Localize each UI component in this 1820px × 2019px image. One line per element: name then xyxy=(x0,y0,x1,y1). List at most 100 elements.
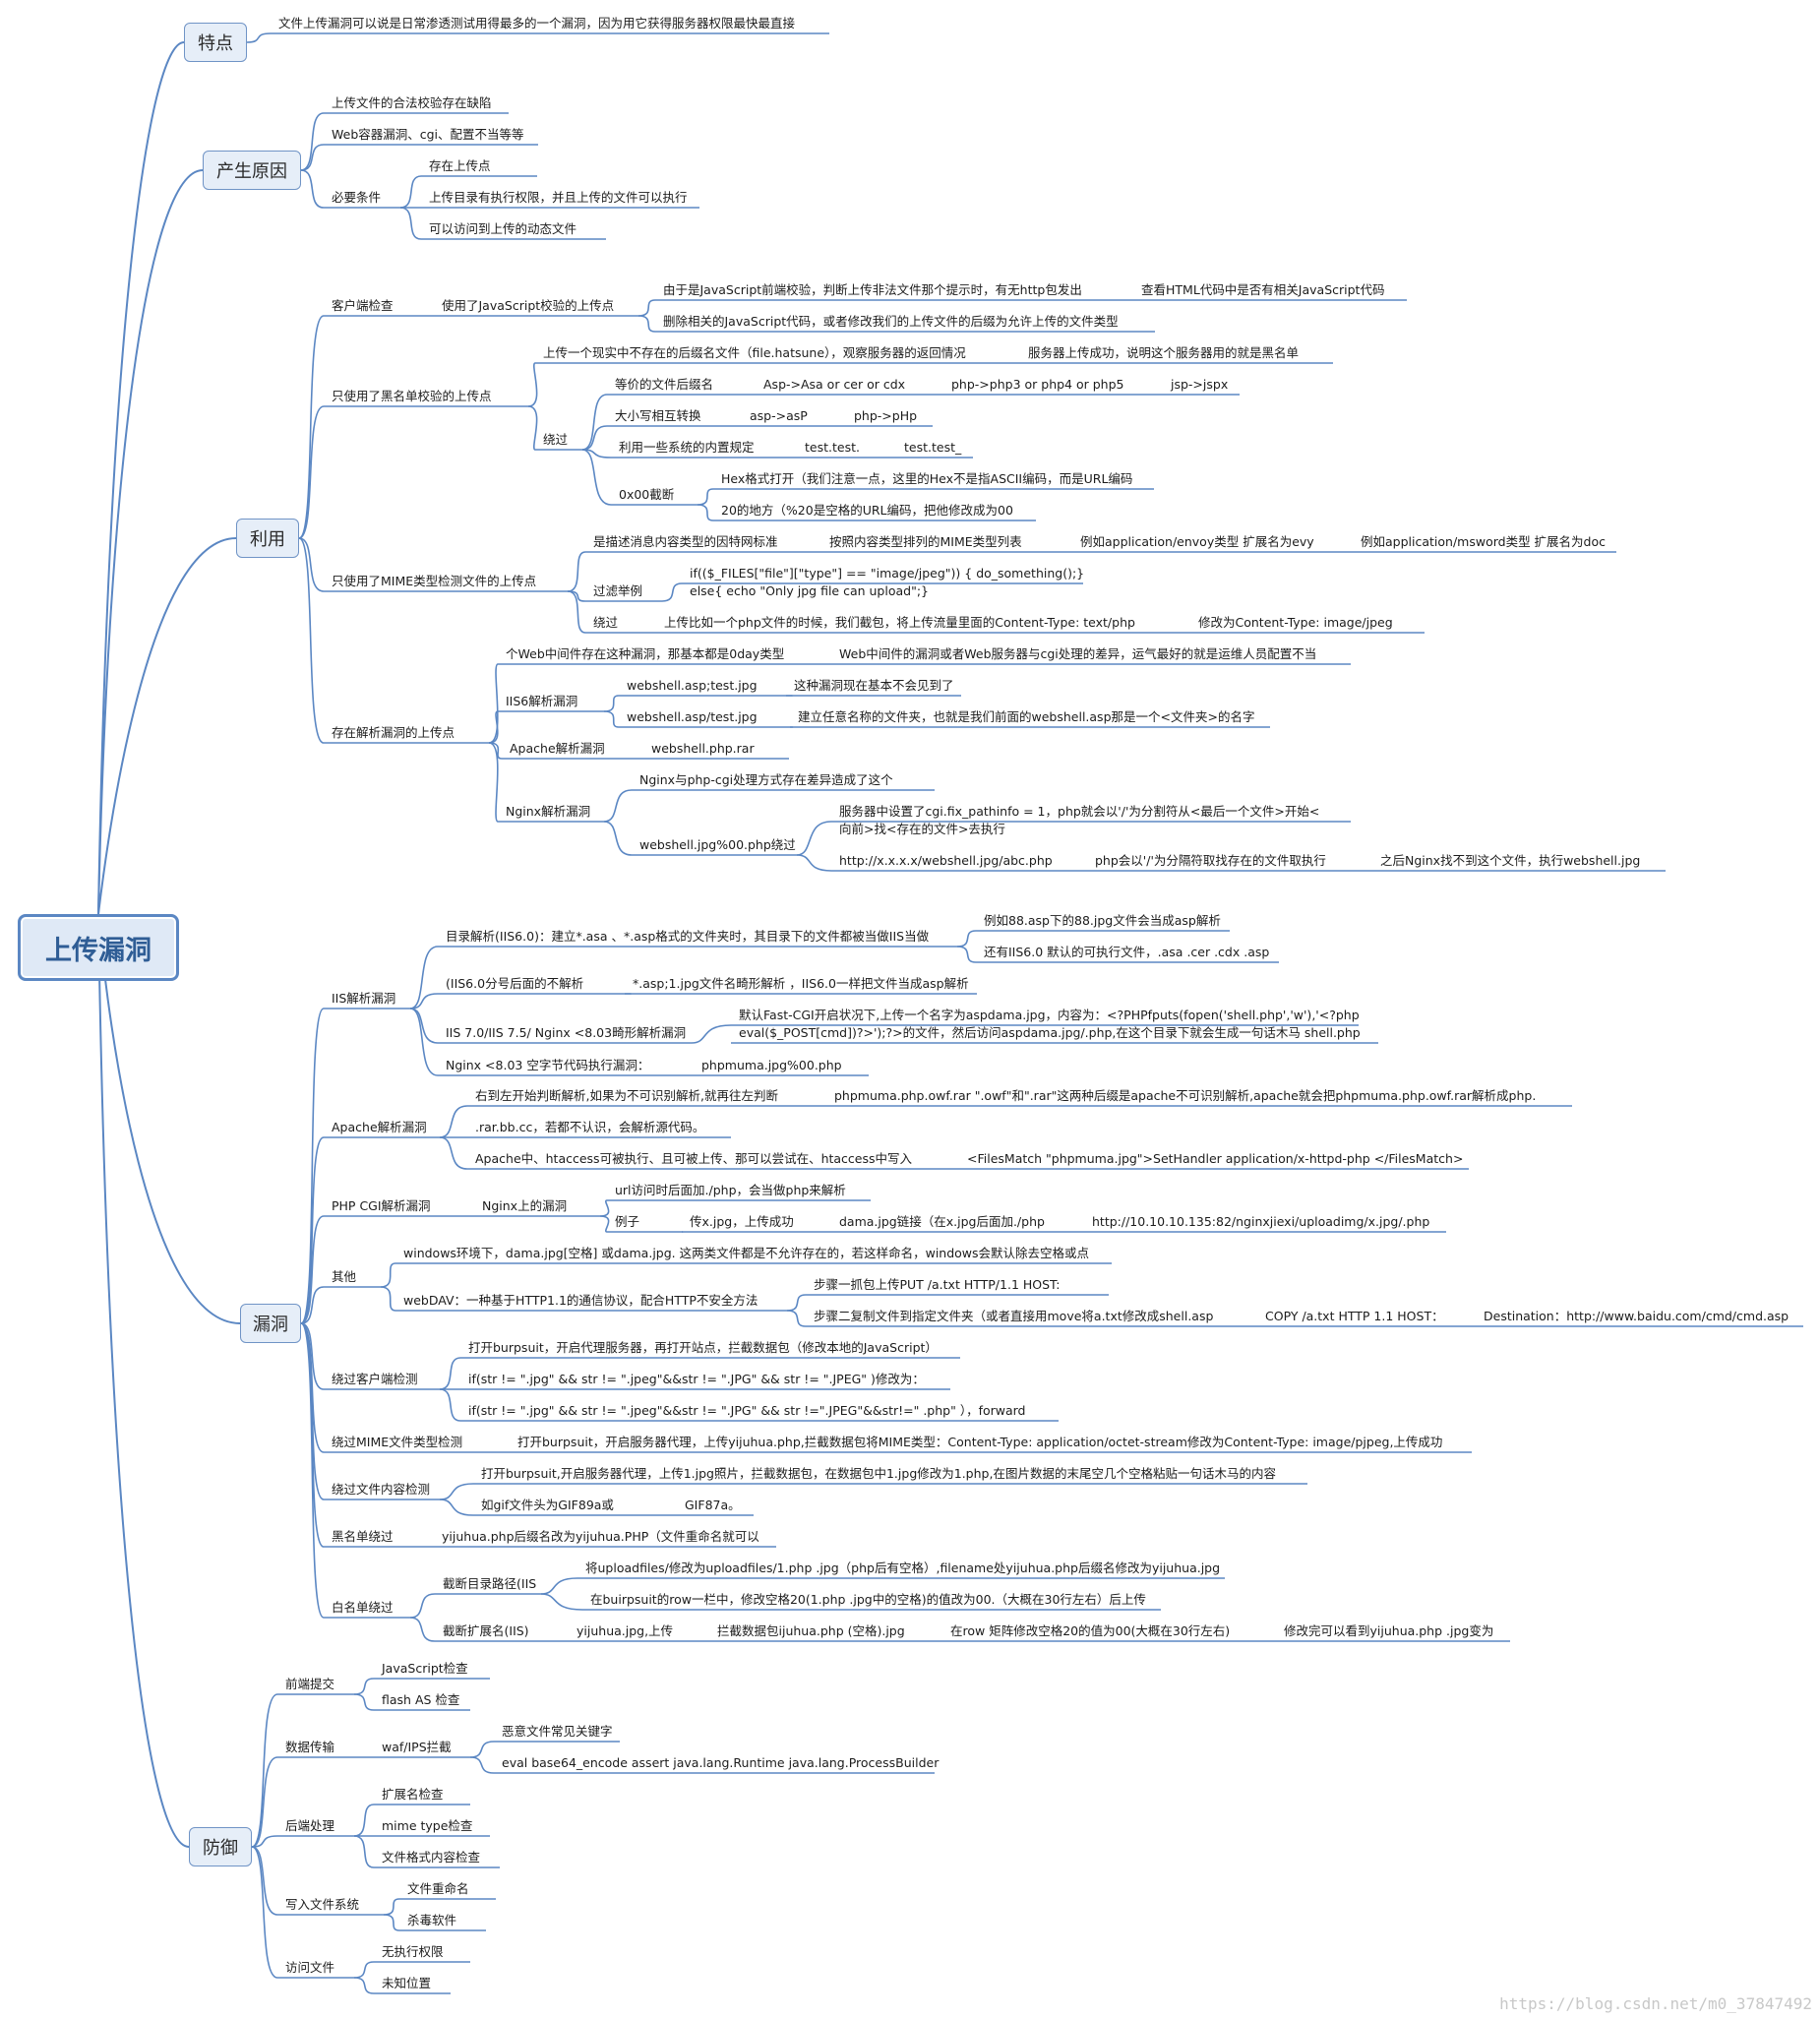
label-l18[interactable]: Asp->Asa or cer or cdx xyxy=(763,377,906,392)
label-l118[interactable]: 后端处理 xyxy=(285,1818,335,1833)
label-l40[interactable]: 修改为Content-Type: image/jpeg xyxy=(1198,615,1393,630)
label-l122[interactable]: 写入文件系统 xyxy=(285,1897,360,1912)
label-l74[interactable]: Apache中、htaccess可被执行、且可被上传、那可以尝试在、htacce… xyxy=(475,1151,913,1166)
label-l112[interactable]: JavaScript检查 xyxy=(382,1661,468,1676)
label-l76[interactable]: PHP CGI解析漏洞 xyxy=(332,1198,431,1213)
node-causes[interactable]: 产生原因 xyxy=(203,151,301,190)
label-l121[interactable]: 文件格式内容检查 xyxy=(382,1850,481,1865)
label-l22[interactable]: asp->asP xyxy=(750,408,808,423)
label-l98[interactable]: 如gif文件头为GIF89a或 xyxy=(481,1498,614,1512)
label-l33[interactable]: 例如application/envoy类型 扩展名为evy xyxy=(1080,534,1314,549)
label-l101[interactable]: yijuhua.php后缀名改为yijuhua.PHP（文件重命名就可以 xyxy=(442,1529,759,1544)
label-l19[interactable]: php->php3 or php4 or php5 xyxy=(951,377,1124,392)
label-l35[interactable]: 过滤举例 xyxy=(593,583,643,598)
label-l96[interactable]: 绕过文件内容检测 xyxy=(332,1482,431,1497)
label-l13[interactable]: 只使用了黑名单校验的上传点 xyxy=(332,389,492,403)
label-l79[interactable]: 例子 xyxy=(615,1214,640,1229)
label-l59[interactable]: IIS解析漏洞 xyxy=(332,991,396,1006)
label-l2[interactable]: 上传文件的合法校验存在缺陷 xyxy=(332,95,492,110)
label-l11[interactable]: 查看HTML代码中是否有相关JavaScript代码 xyxy=(1141,282,1385,297)
label-l107[interactable]: yijuhua.jpg,上传 xyxy=(576,1623,674,1638)
label-l94[interactable]: 绕过MIME文件类型检测 xyxy=(332,1435,463,1449)
label-l63[interactable]: (IIS6.0分号后面的不解析 xyxy=(446,976,584,991)
label-l73[interactable]: .rar.bb.cc，若都不认识，会解析源代码。 xyxy=(475,1120,705,1134)
label-l51[interactable]: Nginx解析漏洞 xyxy=(506,804,591,819)
label-l27[interactable]: 0x00截断 xyxy=(619,487,675,502)
label-l31[interactable]: 是描述消息内容类型的因特网标准 xyxy=(593,534,778,549)
label-l88[interactable]: COPY /a.txt HTTP 1.1 HOST： xyxy=(1265,1309,1444,1323)
label-l97[interactable]: 打开burpsuit,开启服务器代理，上传1.jpg照片，拦截数据包，在数据包中… xyxy=(481,1466,1276,1481)
label-l77[interactable]: Nginx上的漏洞 xyxy=(482,1198,568,1213)
label-l39[interactable]: 上传比如一个php文件的时候，我们截包，将上传流量里面的Content-Type… xyxy=(664,615,1135,630)
label-l34[interactable]: 例如application/msword类型 扩展名为doc xyxy=(1361,534,1607,549)
node-features[interactable]: 特点 xyxy=(184,23,247,62)
label-l20[interactable]: jsp->jspx xyxy=(1171,377,1229,392)
node-vulns[interactable]: 漏洞 xyxy=(240,1304,301,1343)
label-l125[interactable]: 访问文件 xyxy=(285,1960,335,1975)
label-l111[interactable]: 前端提交 xyxy=(285,1677,335,1691)
label-l8[interactable]: 客户端检查 xyxy=(332,298,394,313)
label-l41[interactable]: 存在解析漏洞的上传点 xyxy=(332,725,455,740)
label-l49[interactable]: Apache解析漏洞 xyxy=(510,741,605,756)
label-l30[interactable]: 只使用了MIME类型检测文件的上传点 xyxy=(332,574,537,588)
label-l91[interactable]: 打开burpsuit，开启代理服务器，再打开站点，拦截数据包（修改本地的Java… xyxy=(468,1340,938,1355)
label-l67[interactable]: eval($_POST[cmd])?>');?>的文件，然后访问aspdama.… xyxy=(739,1025,1361,1040)
label-l92[interactable]: if(str != ".jpg" && str != ".jpeg"&&str … xyxy=(468,1372,925,1386)
label-l57[interactable]: php会以'/'为分隔符取找存在的文件取执行 xyxy=(1095,853,1326,868)
node-exploit[interactable]: 利用 xyxy=(236,519,299,558)
label-l12[interactable]: 删除相关的JavaScript代码，或者修改我们的上传文件的后缀为允许上传的文件… xyxy=(663,314,1119,329)
label-l109[interactable]: 在row 矩阵修改空格20的值为00(大概在30行左右) xyxy=(950,1623,1231,1638)
label-l54[interactable]: 服务器中设置了cgi.fix_pathinfo = 1，php就会以'/'为分割… xyxy=(839,804,1320,819)
label-l44[interactable]: IIS6解析漏洞 xyxy=(506,694,578,708)
label-l36[interactable]: if(($_FILES["file"]["type"] == "image/jp… xyxy=(690,566,1085,581)
label-l120[interactable]: mime type检查 xyxy=(382,1818,473,1833)
label-l106[interactable]: 截断扩展名(IIS) xyxy=(443,1623,529,1638)
label-l7[interactable]: 可以访问到上传的动态文件 xyxy=(429,221,577,236)
label-l64[interactable]: *.asp;1.jpg文件名畸形解析 ，IIS6.0一样把文件当成asp解析 xyxy=(633,976,969,991)
label-l86[interactable]: 步骤一抓包上传PUT /a.txt HTTP/1.1 HOST: xyxy=(814,1277,1061,1292)
label-l46[interactable]: 这种漏洞现在基本不会见到了 xyxy=(794,678,954,693)
label-l23[interactable]: php->pHp xyxy=(854,408,918,423)
label-l6[interactable]: 上传目录有执行权限，并且上传的文件可以执行 xyxy=(429,190,688,205)
label-l69[interactable]: phpmuma.jpg%00.php xyxy=(701,1058,842,1072)
label-l114[interactable]: 数据传输 xyxy=(285,1740,335,1754)
label-l3[interactable]: Web容器漏洞、cgi、配置不当等等 xyxy=(332,127,524,142)
label-l42[interactable]: 个Web中间件存在这种漏洞，那基本都是0day类型 xyxy=(506,646,785,661)
label-l123[interactable]: 文件重命名 xyxy=(407,1881,469,1896)
label-l126[interactable]: 无执行权限 xyxy=(382,1944,444,1959)
label-l127[interactable]: 未知位置 xyxy=(382,1976,432,1990)
label-l100[interactable]: 黑名单绕过 xyxy=(332,1529,394,1544)
label-l116[interactable]: 恶意文件常见关键字 xyxy=(502,1724,613,1739)
label-l61[interactable]: 例如88.asp下的88.jpg文件会当成asp解析 xyxy=(984,913,1221,928)
label-l93[interactable]: if(str != ".jpg" && str != ".jpeg"&&str … xyxy=(468,1403,1026,1418)
label-l16[interactable]: 绕过 xyxy=(543,432,569,447)
label-l56[interactable]: http://x.x.x.x/webshell.jpg/abc.php xyxy=(839,853,1053,868)
label-l119[interactable]: 扩展名检查 xyxy=(382,1787,444,1802)
label-l82[interactable]: http://10.10.10.135:82/nginxjiexi/upload… xyxy=(1092,1214,1430,1229)
label-l75[interactable]: <FilesMatch "phpmuma.jpg">SetHandler app… xyxy=(967,1151,1464,1166)
label-l70[interactable]: Apache解析漏洞 xyxy=(332,1120,427,1134)
label-l26[interactable]: test.test_ xyxy=(904,440,962,455)
label-l58[interactable]: 之后Nginx找不到这个文件，执行webshell.jpg xyxy=(1380,853,1641,868)
label-l89[interactable]: Destination：http://www.baidu.com/cmd/cmd… xyxy=(1484,1309,1790,1323)
root-node[interactable]: 上传漏洞 xyxy=(18,914,179,981)
label-l90[interactable]: 绕过客户端检测 xyxy=(332,1372,418,1386)
label-l62[interactable]: 还有IIS6.0 默认的可执行文件，.asa .cer .cdx .asp xyxy=(984,945,1270,959)
label-l50[interactable]: webshell.php.rar xyxy=(651,741,755,756)
label-l108[interactable]: 拦截数据包ijuhua.php (空格).jpg xyxy=(717,1623,905,1638)
node-defense[interactable]: 防御 xyxy=(189,1827,252,1866)
label-l29[interactable]: 20的地方（%20是空格的URL编码，把他修改成为00 xyxy=(721,503,1013,518)
label-l45[interactable]: webshell.asp;test.jpg xyxy=(627,678,758,693)
label-l53[interactable]: webshell.jpg%00.php绕过 xyxy=(639,837,796,852)
label-l117[interactable]: eval base64_encode assert java.lang.Runt… xyxy=(502,1755,940,1770)
label-l80[interactable]: 传x.jpg，上传成功 xyxy=(690,1214,794,1229)
label-l72[interactable]: phpmuma.php.owf.rar ".owf"和".rar"这两种后缀是a… xyxy=(834,1088,1537,1103)
label-l115[interactable]: waf/IPS拦截 xyxy=(382,1740,452,1754)
label-l15[interactable]: 服务器上传成功，说明这个服务器用的就是黑名单 xyxy=(1028,345,1300,360)
label-l1[interactable]: 文件上传漏洞可以说是日常渗透测试用得最多的一个漏洞，因为用它获得服务器权限最快最… xyxy=(278,16,796,31)
label-l105[interactable]: 在buirpsuit的row一栏中，修改空格20(1.php .jpg中的空格)… xyxy=(590,1592,1146,1607)
label-l4[interactable]: 必要条件 xyxy=(332,190,382,205)
label-l68[interactable]: Nginx <8.03 空字节代码执行漏洞： xyxy=(446,1058,650,1072)
label-l28[interactable]: Hex格式打开（我们注意一点，这里的Hex不是指ASCII编码，而是URL编码 xyxy=(721,471,1133,486)
label-l17[interactable]: 等价的文件后缀名 xyxy=(615,377,714,392)
